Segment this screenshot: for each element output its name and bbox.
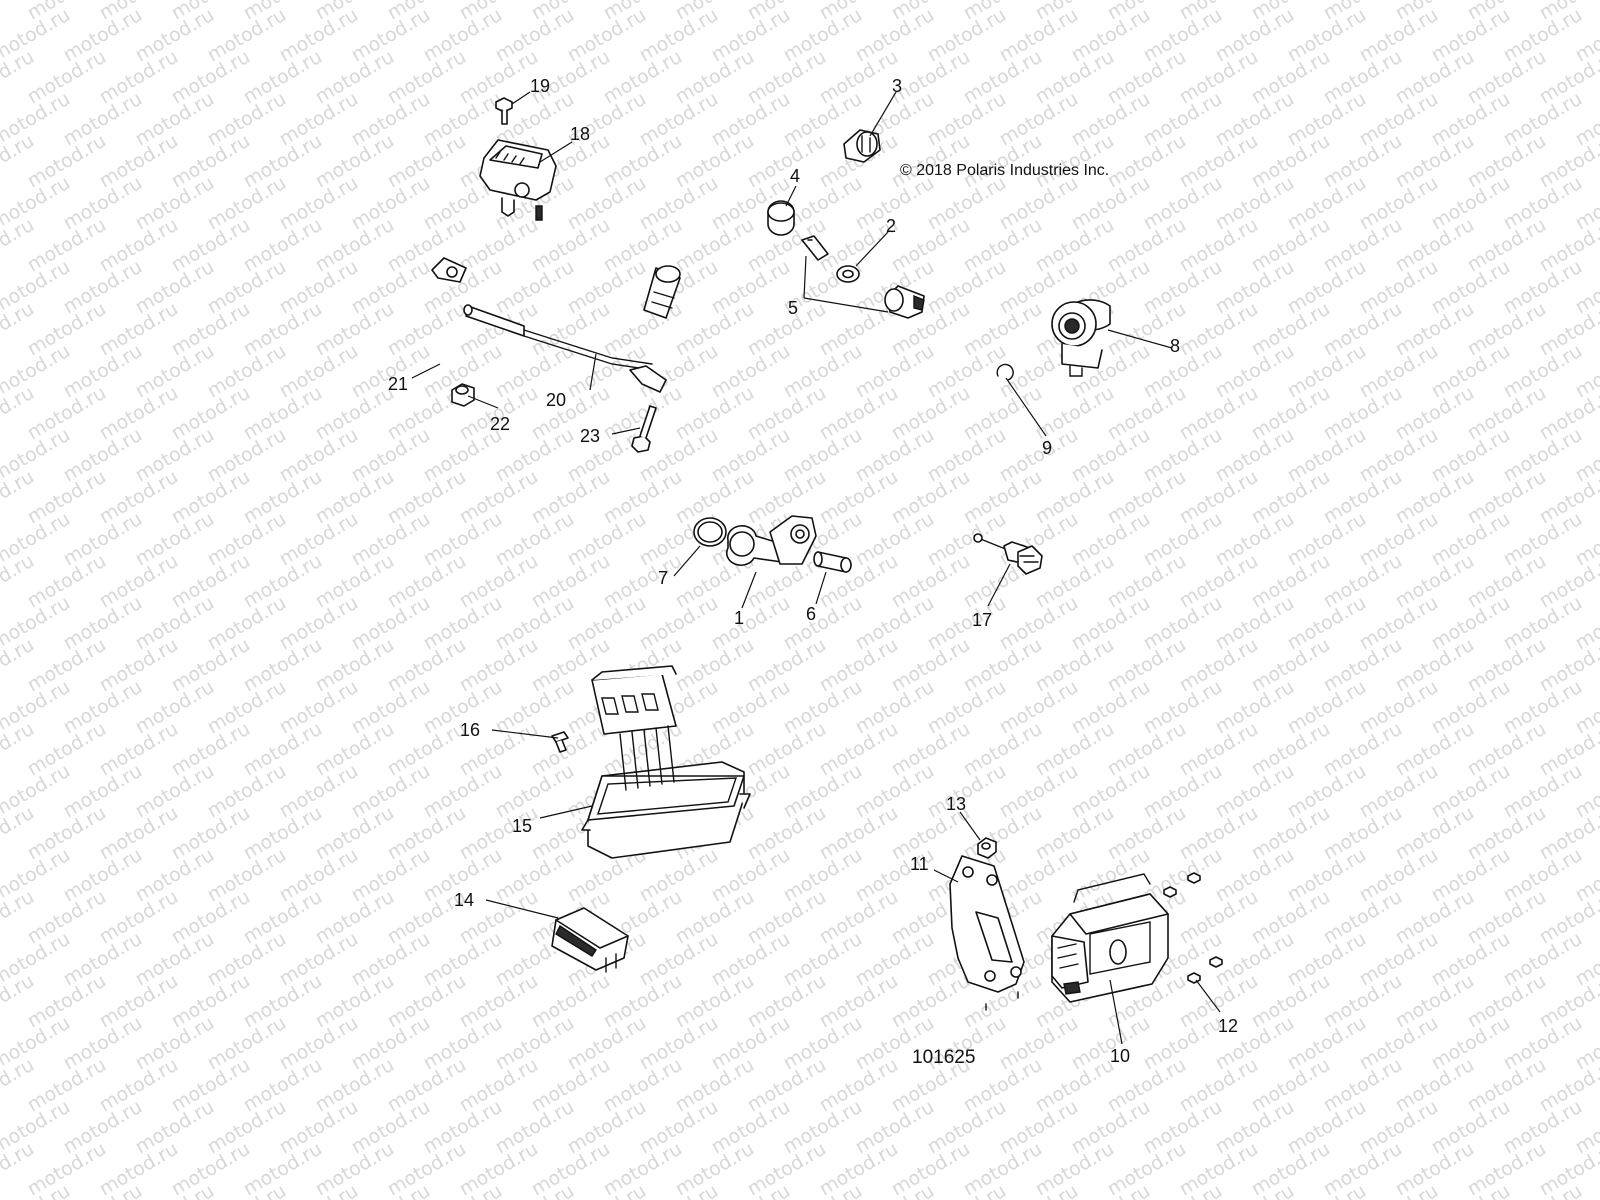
part-21-bracket xyxy=(431,257,467,283)
callout-17: 17 xyxy=(972,610,992,630)
callout-20: 20 xyxy=(546,390,566,410)
part-19-bolt xyxy=(495,97,513,125)
part-23-bolt xyxy=(631,405,657,453)
callout-16: 16 xyxy=(460,720,480,740)
part-13-nut xyxy=(977,837,997,859)
callout-6: 6 xyxy=(806,604,816,624)
callout-19: 19 xyxy=(530,76,550,96)
part-2-washer xyxy=(836,265,860,283)
callout-3: 3 xyxy=(892,76,902,96)
callout-2: 2 xyxy=(886,216,896,236)
copyright-text: © 2018 Polaris Industries Inc. xyxy=(900,162,1109,179)
part-11-bracket-plate xyxy=(949,855,1025,1011)
callout-23: 23 xyxy=(580,426,600,446)
diagram-number: 101625 xyxy=(912,1047,975,1068)
callout-10: 10 xyxy=(1110,1046,1130,1066)
leader-lines xyxy=(411,91,1221,1045)
part-20-sensor-rod xyxy=(463,265,681,393)
part-7-o-ring xyxy=(693,517,727,547)
callout-18: 18 xyxy=(570,124,590,144)
part-4-cap xyxy=(767,200,795,236)
part-3-plug xyxy=(843,129,881,163)
part-5-clip xyxy=(801,235,829,261)
callout-7: 7 xyxy=(658,568,668,588)
part-18-sensor xyxy=(479,139,557,221)
callout-8: 8 xyxy=(1170,336,1180,356)
part-6-pin xyxy=(813,551,852,573)
part-14-relay xyxy=(551,907,629,973)
part-16-screw xyxy=(551,731,569,753)
part-15-module xyxy=(581,665,751,859)
callout-22: 22 xyxy=(490,414,510,434)
part-22-nut xyxy=(451,383,475,407)
callout-11: 11 xyxy=(910,854,929,874)
callout-15: 15 xyxy=(512,816,532,836)
part-17-temp-sensor xyxy=(973,533,1043,575)
callout-4: 4 xyxy=(790,166,800,186)
callout-9: 9 xyxy=(1042,438,1052,458)
part-8-knock-sensor xyxy=(1051,299,1111,377)
part-5-sensor xyxy=(884,285,925,319)
callout-labels: 19 18 3 4 2 5 8 9 21 20 22 23 7 1 6 17 1… xyxy=(388,76,1238,1066)
callout-13: 13 xyxy=(946,794,966,814)
part-9-clip xyxy=(996,363,1014,381)
part-10-ecu xyxy=(1051,873,1169,1003)
callout-5: 5 xyxy=(788,298,798,318)
callout-21: 21 xyxy=(388,374,408,394)
part-1-cam-sensor xyxy=(725,515,817,566)
callout-12: 12 xyxy=(1218,1016,1238,1036)
callout-1: 1 xyxy=(734,608,744,628)
callout-14: 14 xyxy=(454,890,474,910)
